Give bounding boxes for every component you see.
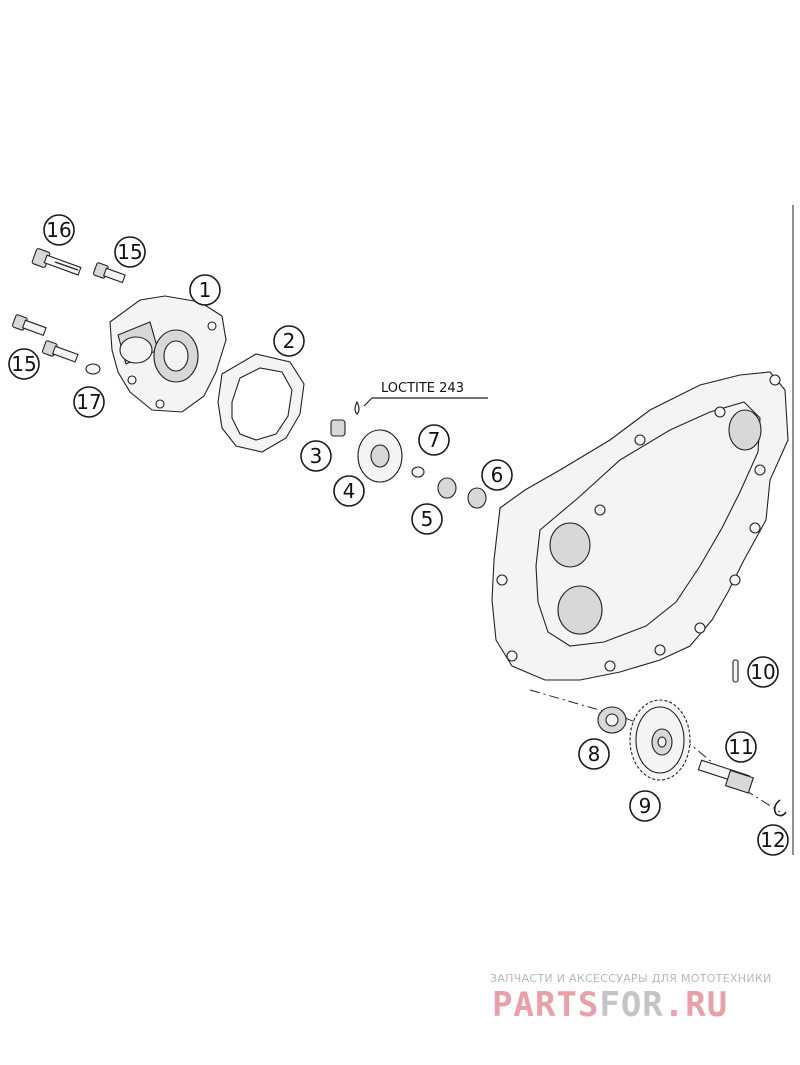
callout-1-label: 1 bbox=[199, 278, 212, 302]
callout-11: 11 bbox=[725, 731, 757, 763]
watermark-logo-mid: FOR bbox=[599, 985, 664, 1025]
callout-15-left: 15 bbox=[8, 348, 40, 380]
ring-7-drawing bbox=[411, 466, 425, 478]
loctite-drop-icon bbox=[354, 400, 360, 415]
callout-11-label: 11 bbox=[728, 735, 753, 759]
engine-case-cover-drawing bbox=[491, 371, 789, 681]
callout-10-label: 10 bbox=[750, 660, 775, 684]
callout-8: 8 bbox=[578, 738, 610, 770]
callout-15-left-label: 15 bbox=[11, 352, 36, 376]
pump-cover-drawing bbox=[109, 295, 227, 413]
callout-4: 4 bbox=[333, 475, 365, 507]
watermark-tagline: ЗАПЧАСТИ И АКСЕССУАРЫ ДЛЯ МОТОТЕХНИКИ bbox=[490, 972, 772, 985]
callout-1: 1 bbox=[189, 274, 221, 306]
callout-17-label: 17 bbox=[76, 390, 101, 414]
callout-3: 3 bbox=[300, 440, 332, 472]
seal-5-drawing bbox=[437, 477, 457, 499]
callout-6-label: 6 bbox=[491, 463, 504, 487]
watermark-logo-main: PARTS bbox=[492, 985, 600, 1025]
pump-gear-drawing bbox=[629, 699, 691, 781]
watermark-logo: PARTSFOR.RU bbox=[492, 985, 728, 1025]
callout-2-label: 2 bbox=[283, 329, 296, 353]
washer-17-drawing bbox=[85, 363, 101, 375]
impeller-drawing bbox=[357, 429, 403, 483]
pump-shaft-drawing bbox=[697, 759, 754, 794]
callout-17: 17 bbox=[73, 386, 105, 418]
bolt-16-drawing bbox=[31, 248, 82, 276]
callout-6: 6 bbox=[481, 459, 513, 491]
callout-9: 9 bbox=[629, 790, 661, 822]
callout-16: 16 bbox=[43, 214, 75, 246]
callout-12-label: 12 bbox=[760, 828, 785, 852]
callout-7: 7 bbox=[418, 424, 450, 456]
callout-3-label: 3 bbox=[310, 444, 323, 468]
bearing-drawing bbox=[597, 706, 627, 734]
callout-7-label: 7 bbox=[428, 428, 441, 452]
watermark-logo-end: .RU bbox=[663, 985, 729, 1025]
alignment-line bbox=[529, 689, 781, 813]
dowel-pin-drawing bbox=[732, 659, 739, 683]
loctite-note: LOCTITE 243 bbox=[381, 381, 464, 396]
callout-15-top-label: 15 bbox=[117, 240, 142, 264]
circlip-drawing bbox=[773, 799, 787, 817]
plug-3-drawing bbox=[330, 419, 346, 437]
bolt-15-top-drawing bbox=[92, 262, 126, 284]
callout-4-label: 4 bbox=[343, 479, 356, 503]
callout-15-top: 15 bbox=[114, 236, 146, 268]
callout-16-label: 16 bbox=[46, 218, 71, 242]
gasket-drawing bbox=[217, 353, 305, 453]
loctite-arrow-line bbox=[363, 397, 373, 407]
callout-5-label: 5 bbox=[421, 507, 434, 531]
bolt-15-left-drawing bbox=[11, 314, 79, 363]
callout-9-label: 9 bbox=[639, 794, 652, 818]
callout-10: 10 bbox=[747, 656, 779, 688]
callout-5: 5 bbox=[411, 503, 443, 535]
callout-8-label: 8 bbox=[588, 742, 601, 766]
callout-12: 12 bbox=[757, 824, 789, 856]
seal-6-drawing bbox=[467, 487, 487, 509]
callout-2: 2 bbox=[273, 325, 305, 357]
